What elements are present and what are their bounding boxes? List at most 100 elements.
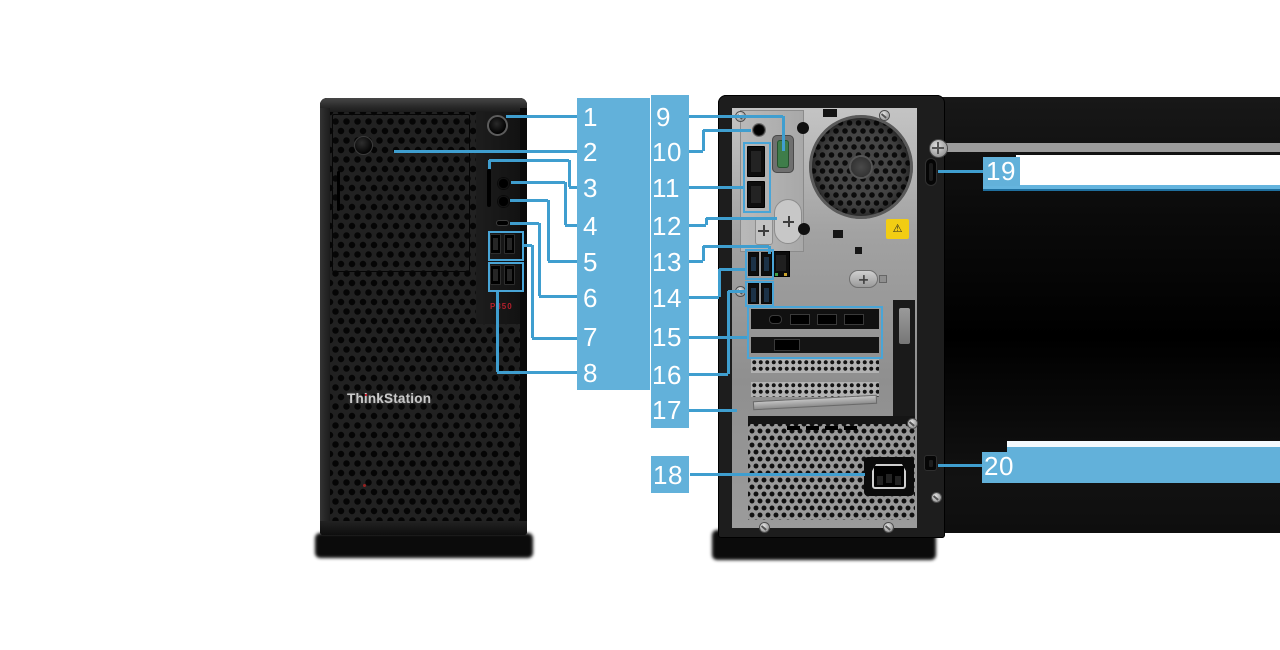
callout-number-displayports[interactable]: 11	[652, 173, 680, 203]
callout-number-front-usb-ports-top[interactable]: 7	[583, 322, 598, 352]
thinkstation-logo: ThinkStation	[347, 391, 432, 406]
callout-leader-line	[702, 246, 705, 261]
callout-number-pcie-card-ports[interactable]: 15	[652, 322, 682, 352]
latch-cross-icon	[859, 275, 868, 284]
sd-card-slot	[487, 169, 491, 207]
front-left-frame	[320, 108, 330, 525]
front-usb-port	[490, 265, 501, 285]
usb-c-port	[496, 220, 509, 226]
callout-leader-line	[689, 260, 703, 263]
front-right-edge	[520, 108, 527, 525]
front-tower-shadow	[315, 533, 533, 558]
expansion-card-bracket	[751, 337, 879, 353]
microphone-jack	[498, 196, 509, 207]
headphone-jack	[498, 178, 509, 189]
callout-20-row-border	[1007, 441, 1280, 447]
displayport-1	[747, 146, 765, 177]
front-top-bezel	[320, 98, 527, 112]
mini-displayport	[769, 315, 782, 324]
front-usb-port	[504, 265, 515, 285]
callout-box-18	[651, 456, 689, 493]
callout-leader-line	[569, 186, 577, 189]
callout-number-ethernet-port[interactable]: 13	[652, 247, 682, 277]
psu-tab	[806, 426, 819, 430]
displayport-2	[747, 181, 765, 208]
screw	[736, 112, 745, 121]
warning-label: ⚠	[886, 219, 909, 239]
screw	[880, 111, 889, 120]
callout-number-power-cord-connector[interactable]: 18	[653, 460, 683, 490]
callout-number-front-usb-ports-bottom[interactable]: 8	[583, 358, 598, 388]
psu-top-edge	[748, 416, 915, 426]
callout-leader-line	[564, 182, 567, 225]
front-led	[363, 484, 366, 487]
callout-leader-line	[538, 223, 541, 296]
callout-20-row-band	[1007, 447, 1280, 483]
model-badge: P350	[490, 302, 513, 311]
panel-mark	[833, 230, 843, 238]
front-port-strip	[476, 112, 520, 324]
audio-line-out-jack	[753, 124, 765, 136]
rear-usb-port	[748, 283, 759, 304]
psu-tab	[787, 426, 800, 430]
optical-eject-button	[354, 136, 373, 155]
callout-number-usb-c-port[interactable]: 6	[583, 283, 598, 313]
optical-drive-bay	[332, 114, 470, 272]
front-tower: P350 ThinkStation	[320, 98, 527, 535]
screw	[760, 523, 769, 532]
callout-number-sd-card-slot[interactable]: 3	[583, 173, 598, 203]
callout-number-power-button[interactable]: 1	[583, 102, 598, 132]
graphics-displayport	[817, 314, 837, 325]
expansion-card-port	[774, 339, 800, 351]
psu-tab	[844, 426, 857, 430]
screw	[932, 493, 941, 502]
blank-slot-bracket	[751, 382, 879, 397]
callout-leader-line	[702, 130, 705, 151]
callout-leader-line	[689, 150, 703, 153]
screw	[884, 523, 893, 532]
callout-leader-line	[568, 160, 571, 187]
rubber-plug	[798, 223, 810, 235]
front-usb-port	[504, 234, 515, 254]
serial-port	[772, 135, 794, 173]
screw	[736, 287, 745, 296]
callout-leader-line	[689, 296, 719, 299]
logo-red-dot	[364, 393, 367, 396]
callout-leader-line	[531, 245, 534, 338]
rear-usb-port	[748, 252, 759, 276]
screw	[908, 419, 917, 428]
callout-leader-line	[565, 224, 577, 227]
callout-number-rear-usb-ports-top[interactable]: 14	[652, 283, 682, 313]
callout-leader-line	[689, 224, 706, 227]
callout-number-security-lock-slot[interactable]: 20	[984, 451, 1014, 481]
callout-number-headphone-jack[interactable]: 4	[583, 211, 598, 241]
blank-slot-bracket	[751, 359, 879, 373]
rear-usb-port	[761, 283, 772, 304]
callout-number-rear-usb-ports-bottom[interactable]: 16	[652, 360, 682, 390]
callout-number-optical-drive-bay[interactable]: 2	[583, 137, 598, 167]
callout-number-padlock-loop[interactable]: 19	[986, 156, 1016, 186]
knockout-cross-icon	[758, 225, 769, 236]
callout-column-front	[577, 98, 650, 390]
ethernet-led	[775, 273, 778, 276]
callout-number-serial-port[interactable]: 9	[656, 102, 671, 132]
panel-mark	[855, 247, 862, 254]
front-bottom-bezel	[320, 521, 527, 535]
psu-tab	[825, 426, 838, 430]
callout-number-microphone-jack[interactable]: 5	[583, 247, 598, 277]
knockout-cross-icon	[783, 216, 794, 227]
drive-indicator-slot	[337, 171, 340, 211]
callout-number-audio-line-out[interactable]: 10	[652, 137, 682, 167]
latch-tab	[879, 275, 887, 283]
cage-handle	[899, 308, 910, 344]
callout-number-expansion-slots[interactable]: 17	[652, 395, 682, 425]
callout-19-row-border	[983, 185, 1280, 191]
graphics-displayport	[790, 314, 810, 325]
callout-number-optional-port-knockout[interactable]: 12	[652, 211, 682, 241]
callout-leader-line	[548, 260, 577, 263]
security-lock-slot	[924, 455, 937, 471]
callout-box-19	[983, 157, 1020, 186]
rear-tower: ⚠	[718, 95, 947, 538]
callout-box-20	[982, 452, 1017, 483]
